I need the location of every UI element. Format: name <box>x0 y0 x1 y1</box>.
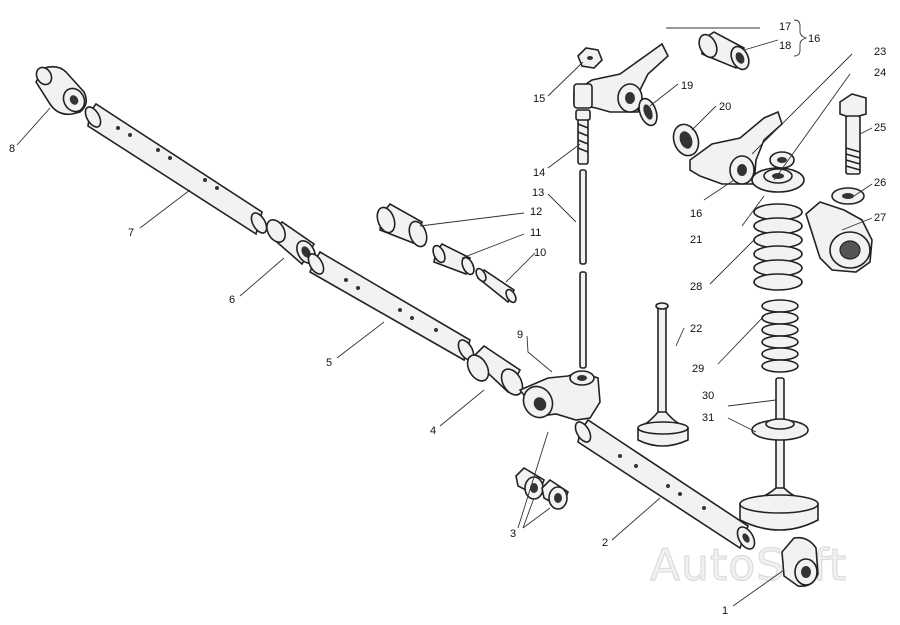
part-24-spring-retainer <box>751 167 805 193</box>
callout-10: 10 <box>534 247 546 259</box>
part-4-sleeve <box>466 344 524 396</box>
callout-31: 31 <box>702 412 714 424</box>
callout-21: 21 <box>690 234 702 246</box>
part-19-washer <box>638 97 658 127</box>
callout-29: 29 <box>692 363 704 375</box>
part-25-bolt <box>839 93 867 175</box>
callout-8: 8 <box>9 143 15 155</box>
callout-4: 4 <box>430 425 436 437</box>
callout-22: 22 <box>690 323 702 335</box>
callout-labels: 8 7 6 5 4 3 2 1 9 10 11 12 13 14 15 17 1… <box>9 21 886 617</box>
part-15-nut <box>577 47 603 69</box>
callout-26: 26 <box>874 177 886 189</box>
part-26-washer <box>831 187 865 205</box>
callout-23: 23 <box>874 46 886 58</box>
part-13-push-rod <box>579 169 587 369</box>
callout-27: 27 <box>874 212 886 224</box>
part-30-valve <box>739 377 819 531</box>
callout-7: 7 <box>128 227 134 239</box>
part-1-plug <box>781 536 819 588</box>
callout-5: 5 <box>326 357 332 369</box>
callout-25: 25 <box>874 122 886 134</box>
callout-30: 30 <box>702 390 714 402</box>
part-18-bushing <box>698 31 750 71</box>
callout-11: 11 <box>530 227 541 239</box>
callout-6: 6 <box>229 294 235 306</box>
part-2-rocker-shaft <box>574 418 756 550</box>
part-28-outer-spring <box>753 203 803 291</box>
callout-9: 9 <box>517 329 523 341</box>
part-7-rocker-shaft <box>84 102 268 236</box>
part-5-rocker-shaft <box>307 250 475 362</box>
callout-13: 13 <box>532 187 544 199</box>
callout-17: 17 <box>779 21 791 33</box>
part-17-rocker-arm <box>573 42 669 113</box>
callout-12: 12 <box>530 206 542 218</box>
callout-24: 24 <box>874 67 886 79</box>
part-10-pin <box>475 267 517 304</box>
part-16-rocker-arm <box>689 110 783 185</box>
callout-28: 28 <box>690 281 702 293</box>
callout-18: 18 <box>779 40 791 52</box>
callout-3: 3 <box>510 528 516 540</box>
part-31-seat-ring <box>751 418 809 441</box>
callout-14: 14 <box>533 167 545 179</box>
part-23-valve-cap <box>769 151 795 169</box>
part-3-bushings <box>515 466 569 510</box>
part-14-adjusting-screw <box>575 109 591 165</box>
part-11-pin <box>432 242 475 276</box>
callout-19: 19 <box>681 80 693 92</box>
callout-20: 20 <box>719 101 731 113</box>
callout-16-group: 16 <box>808 33 820 45</box>
part-12-bushing <box>376 202 428 248</box>
part-27-rocker-stand <box>805 201 873 273</box>
callout-15: 15 <box>533 93 545 105</box>
leader-lines <box>16 19 873 607</box>
part-8-plug <box>35 65 88 116</box>
part-29-inner-spring <box>761 299 799 373</box>
callout-2: 2 <box>602 537 608 549</box>
part-20-washer <box>672 123 700 157</box>
callout-1: 1 <box>722 605 728 617</box>
callout-16: 16 <box>690 208 702 220</box>
part-22-valve <box>637 302 689 447</box>
part-9-bracket <box>518 370 601 421</box>
